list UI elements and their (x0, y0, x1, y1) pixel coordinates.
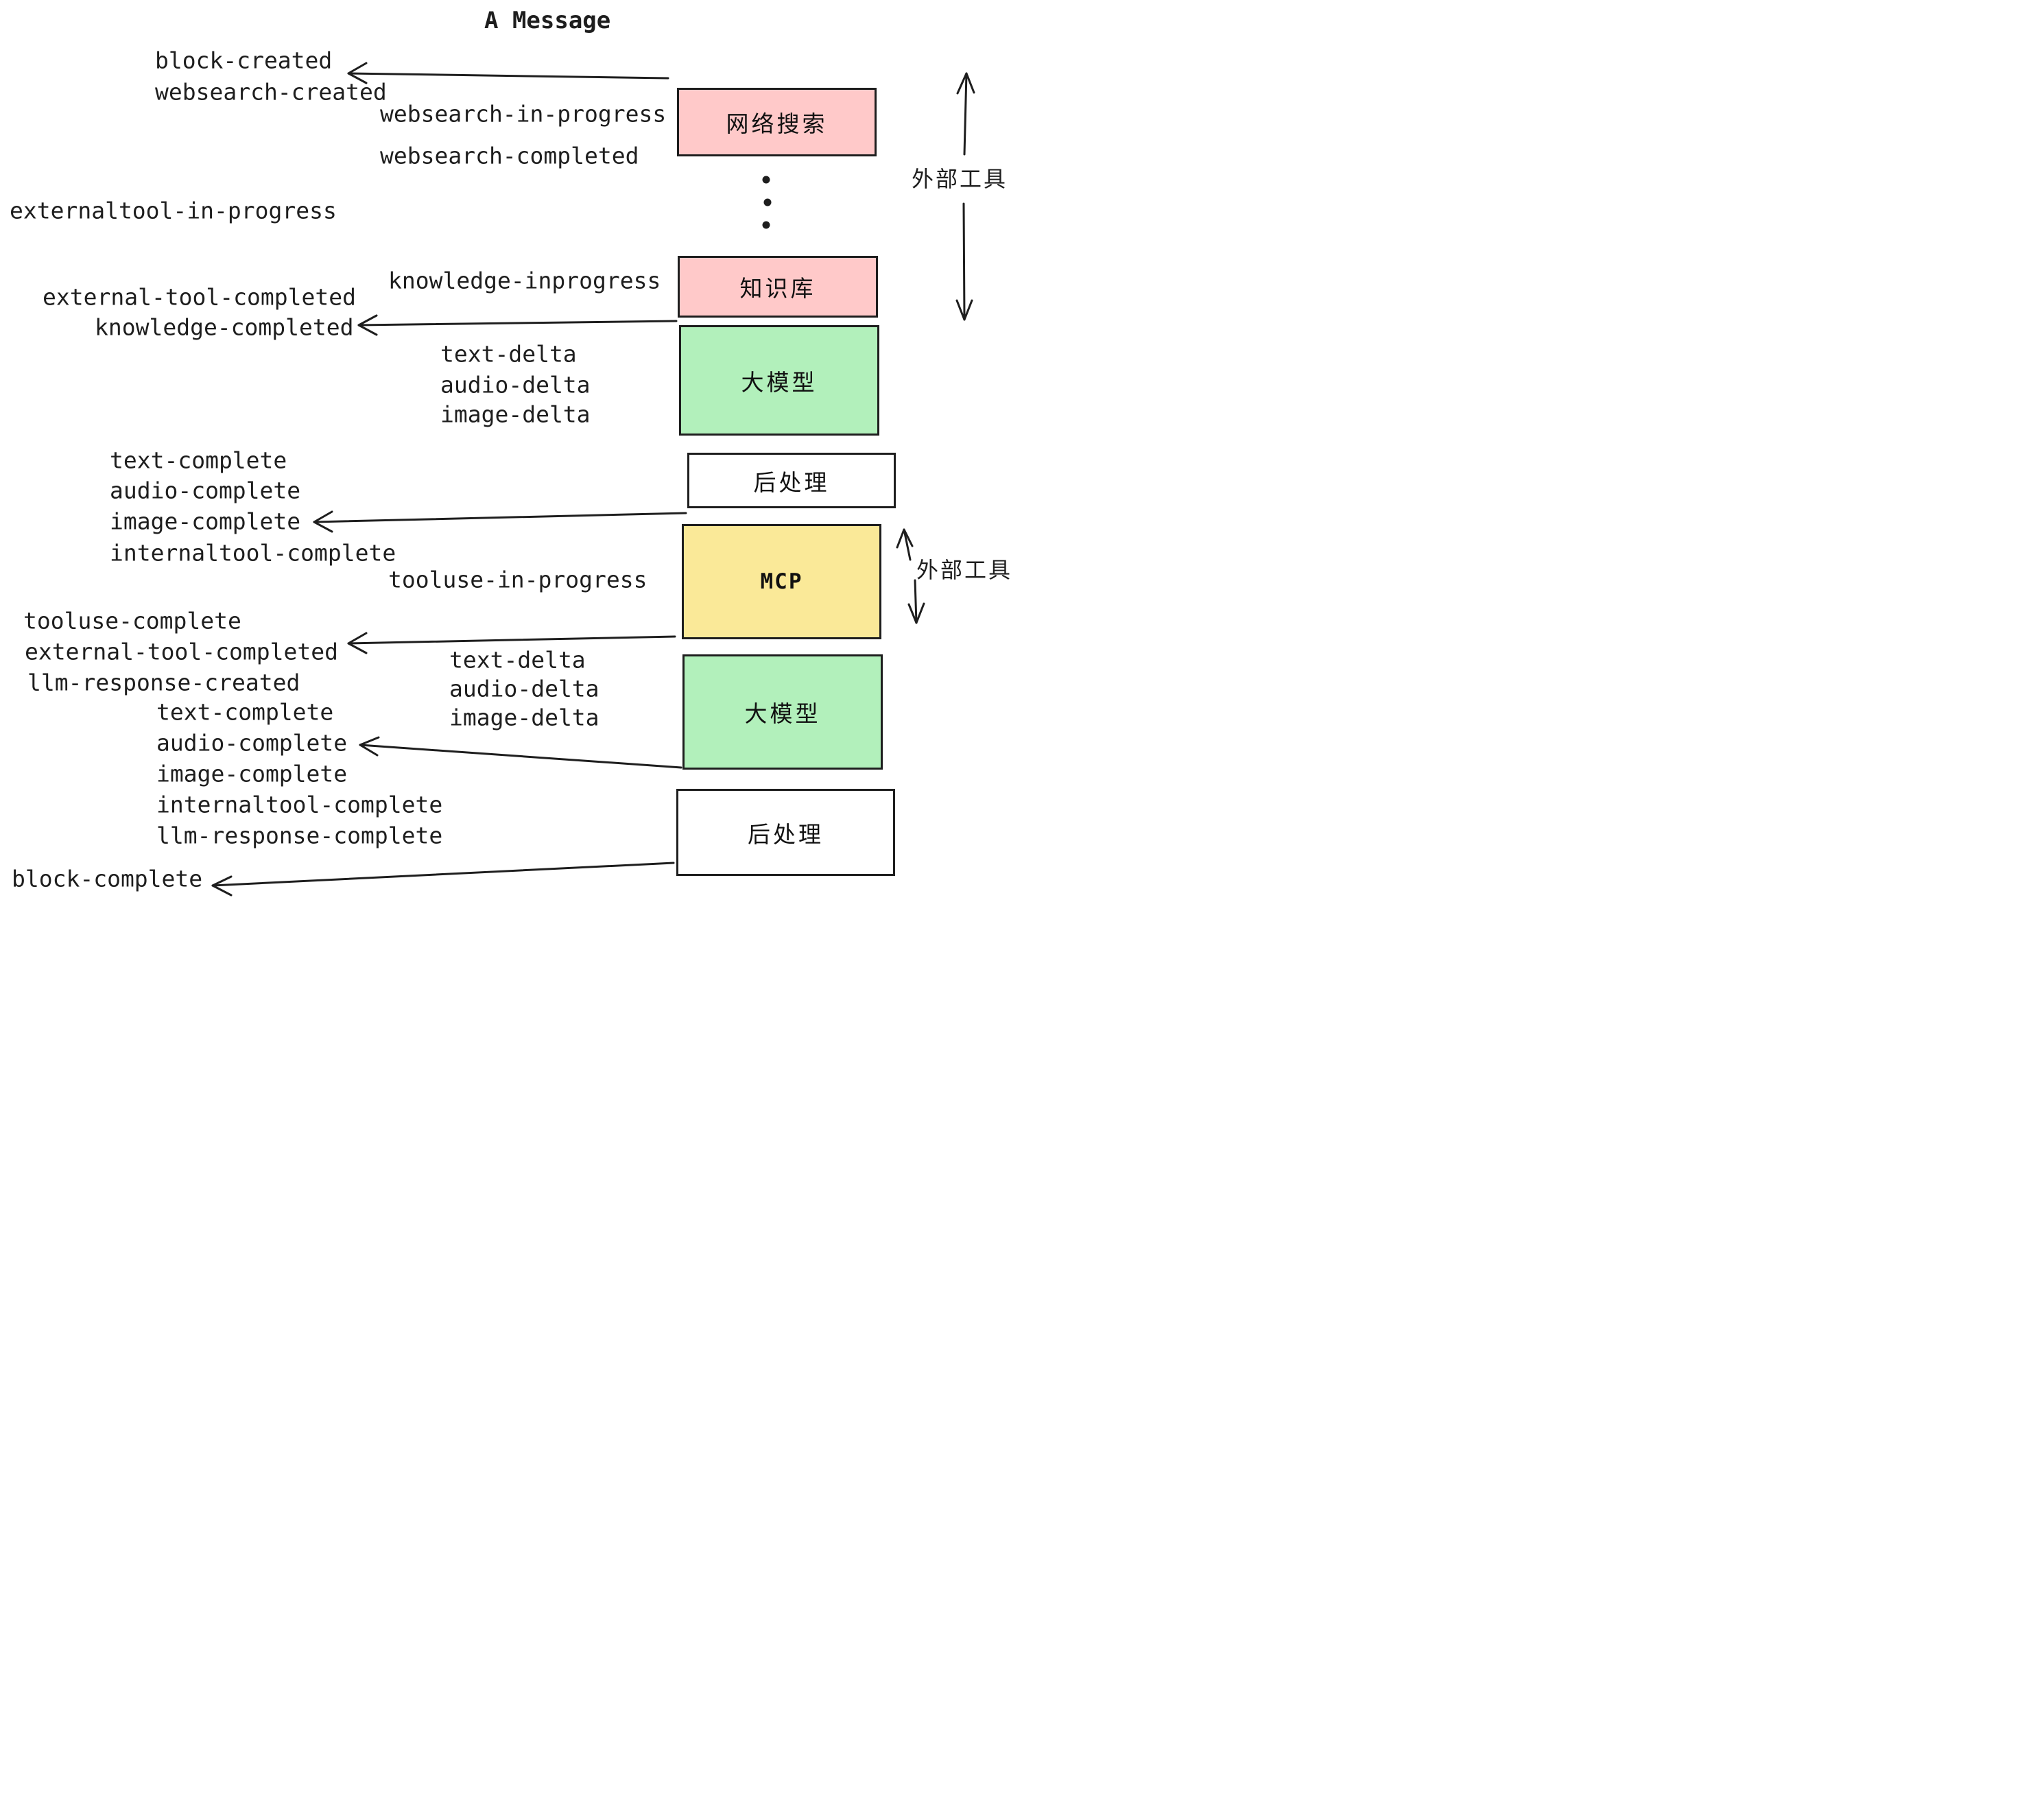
ellipsis-dots-icon (762, 176, 772, 229)
event-label-block-created: block-created (155, 47, 333, 74)
arrow-to-block-created (347, 62, 669, 84)
event-label-tooluse-complete: tooluse-complete (23, 607, 241, 634)
event-label-websearch-in-progress: websearch-in-progress (380, 100, 667, 128)
event-label-externaltool-in-progress: externaltool-in-progress (10, 197, 337, 224)
box-mcp: MCP (682, 524, 881, 639)
external-tools-mid-up-arrow (896, 528, 914, 561)
external-tools-top-up-arrow (956, 72, 975, 156)
event-label-image-complete-2: image-complete (156, 760, 348, 787)
event-label-internaltool-complete-1: internaltool-complete (110, 539, 396, 567)
event-label-websearch-created: websearch-created (155, 78, 387, 106)
event-label-websearch-completed: websearch-completed (380, 142, 639, 169)
box-postprocess-2: 后处理 (676, 789, 895, 876)
event-label-llm-response-created: llm-response-created (27, 669, 300, 696)
box-postprocess-1: 后处理 (687, 453, 896, 508)
event-label-external-tool-completed-2: external-tool-completed (25, 638, 338, 665)
event-label-knowledge-completed: knowledge-completed (95, 313, 354, 341)
event-label-internaltool-complete-2: internaltool-complete (156, 791, 443, 818)
box-knowledge-base: 知识库 (678, 256, 878, 318)
event-label-block-complete: block-complete (12, 865, 203, 892)
arrow-to-audio-complete (359, 736, 682, 769)
box-websearch: 网络搜索 (677, 88, 877, 156)
event-label-text-delta-2: text-delta (449, 646, 586, 674)
flow-diagram: A Message block-created websearch-create… (0, 0, 1022, 902)
event-label-knowledge-inprogress: knowledge-inprogress (388, 267, 661, 294)
event-label-text-delta-1: text-delta (440, 340, 577, 368)
event-label-audio-delta-1: audio-delta (440, 371, 591, 399)
event-label-text-complete-2: text-complete (156, 698, 334, 726)
arrow-to-image-complete (313, 510, 687, 533)
event-label-external-tool-completed-1: external-tool-completed (43, 283, 356, 311)
box-llm-1: 大模型 (679, 325, 879, 436)
box-llm-2: 大模型 (682, 654, 883, 770)
event-label-tooluse-in-progress: tooluse-in-progress (388, 566, 647, 593)
event-label-audio-complete-2: audio-complete (156, 729, 348, 757)
event-label-text-complete-1: text-complete (110, 447, 287, 474)
external-tools-mid-down-arrow (907, 579, 925, 624)
event-label-image-delta-1: image-delta (440, 401, 591, 428)
event-label-image-delta-2: image-delta (449, 704, 599, 731)
annotation-external-tools-mid: 外部工具 (916, 558, 1013, 582)
event-label-llm-response-complete: llm-response-complete (156, 822, 443, 849)
arrow-to-block-complete (211, 862, 675, 897)
arrow-to-knowledge-completed (357, 314, 678, 336)
annotation-external-tools-top: 外部工具 (912, 167, 1008, 191)
external-tools-top-down-arrow (955, 202, 973, 321)
diagram-title: A Message (484, 7, 611, 34)
event-label-audio-complete-1: audio-complete (110, 477, 301, 504)
event-label-image-complete-1: image-complete (110, 508, 301, 535)
event-label-audio-delta-2: audio-delta (449, 675, 599, 702)
